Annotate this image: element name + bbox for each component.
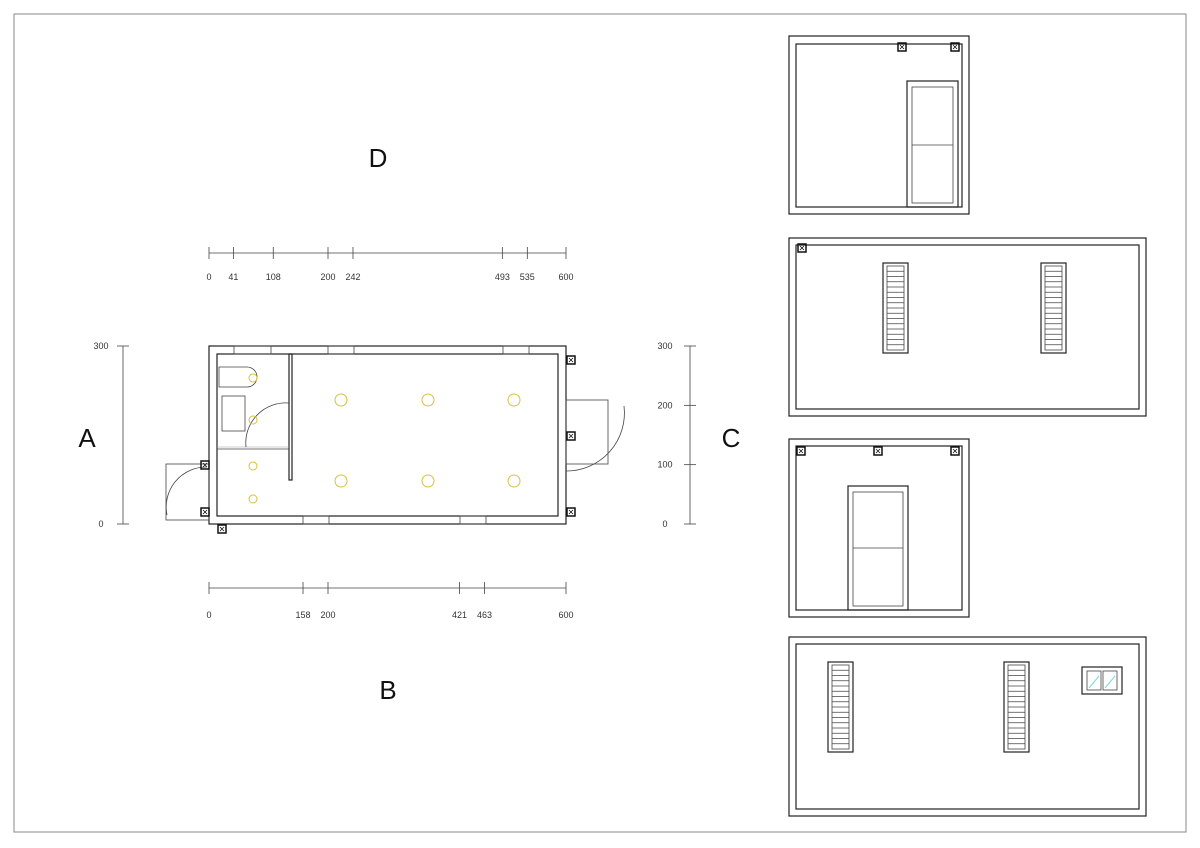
door-swing-icon	[245, 402, 290, 448]
top-ruler-label: 41	[228, 272, 238, 282]
louver-vent-icon	[827, 661, 854, 753]
socket-icon	[566, 355, 576, 365]
toilet-icon	[218, 366, 258, 388]
top-ruler-label: 493	[495, 272, 510, 282]
door-swing-icon	[565, 405, 625, 472]
door-swing-icon	[165, 466, 208, 516]
socket-icon	[897, 42, 907, 52]
elevation-1	[788, 35, 970, 215]
right-ruler-label: 0	[662, 519, 667, 529]
top-ruler-label: 0	[206, 272, 211, 282]
socket-icon	[200, 507, 210, 517]
top-ruler-label: 108	[266, 272, 281, 282]
sheet-border	[13, 13, 1187, 833]
door-icon	[847, 485, 909, 611]
dimension-rulers: 0 41 108 200 242 493 535 600 0 158 200 421 463 600 0 30…	[93, 247, 696, 620]
louver-vent-icon	[882, 262, 909, 354]
socket-icon	[796, 446, 806, 456]
right-ruler-label: 200	[657, 400, 672, 410]
bottom-ruler-label: 0	[206, 610, 211, 620]
louver-vent-icon	[1003, 661, 1030, 753]
right-ruler-label: 100	[657, 460, 672, 470]
top-ruler-label: 200	[320, 272, 335, 282]
socket-icon	[217, 524, 227, 534]
socket-icon	[950, 42, 960, 52]
elevation-2	[788, 237, 1147, 417]
socket-icon	[873, 446, 883, 456]
label-a: A	[78, 423, 96, 453]
light-fixtures	[248, 373, 521, 504]
louver-vent-icon	[1040, 262, 1067, 354]
bottom-ruler-label: 158	[295, 610, 310, 620]
floor-plan	[165, 345, 625, 534]
label-d: D	[369, 143, 388, 173]
elevation-3	[788, 438, 970, 618]
left-ruler-label: 0	[98, 519, 103, 529]
bottom-ruler-label: 463	[477, 610, 492, 620]
bottom-ruler-label: 600	[558, 610, 573, 620]
socket-icon	[566, 507, 576, 517]
socket-icon	[566, 431, 576, 441]
bottom-ruler-label: 421	[452, 610, 467, 620]
label-b: B	[379, 675, 396, 705]
sink-icon	[221, 395, 246, 432]
socket-icon	[950, 446, 960, 456]
window-icon	[1081, 666, 1123, 695]
socket-icon	[797, 243, 807, 253]
elevation-4	[788, 636, 1147, 817]
left-ruler-label: 300	[93, 341, 108, 351]
door-icon	[906, 80, 959, 208]
top-ruler-label: 242	[345, 272, 360, 282]
right-ruler-label: 300	[657, 341, 672, 351]
label-c: C	[722, 423, 741, 453]
top-ruler-label: 600	[558, 272, 573, 282]
socket-icon	[200, 460, 210, 470]
top-ruler-label: 535	[520, 272, 535, 282]
bottom-ruler-label: 200	[320, 610, 335, 620]
